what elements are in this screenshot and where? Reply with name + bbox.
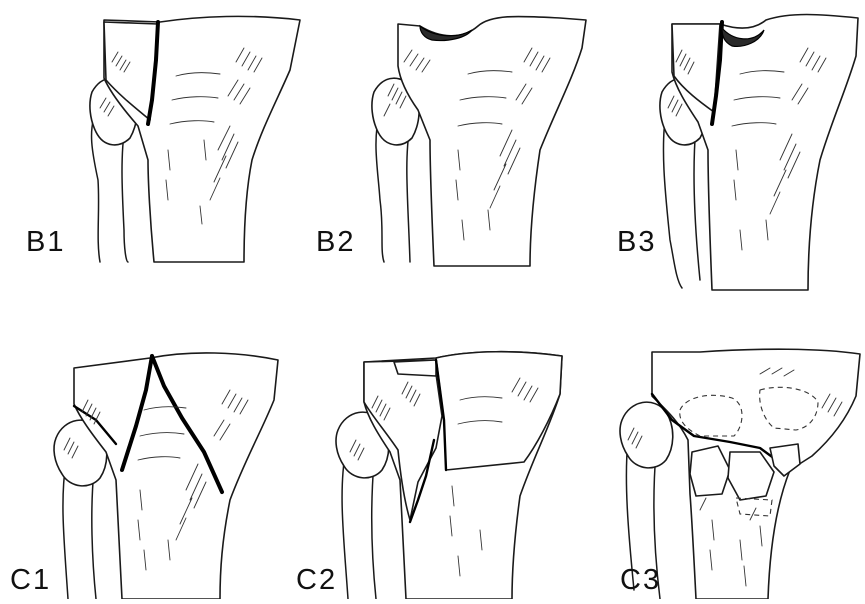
b2-tibia-outline <box>398 16 586 266</box>
panel-b3-drawing <box>660 15 858 291</box>
c2-medial-fragment <box>436 352 562 470</box>
panel-c3-drawing <box>620 349 860 599</box>
c1-tibia-outline <box>74 353 278 599</box>
panel-b1-drawing <box>90 16 300 262</box>
panel-c2-drawing <box>336 352 562 599</box>
c2-depressed-fragment <box>394 360 436 376</box>
panel-label-c2: C2 <box>296 566 337 595</box>
panel-label-b2: B2 <box>316 228 355 257</box>
panel-label-c1: C1 <box>10 566 51 595</box>
panel-b2-drawing <box>372 16 586 266</box>
panel-label-b1: B1 <box>26 228 65 257</box>
panel-c1-drawing <box>54 353 278 599</box>
panel-label-b3: B3 <box>617 228 656 257</box>
panel-label-c3: C3 <box>620 566 661 595</box>
